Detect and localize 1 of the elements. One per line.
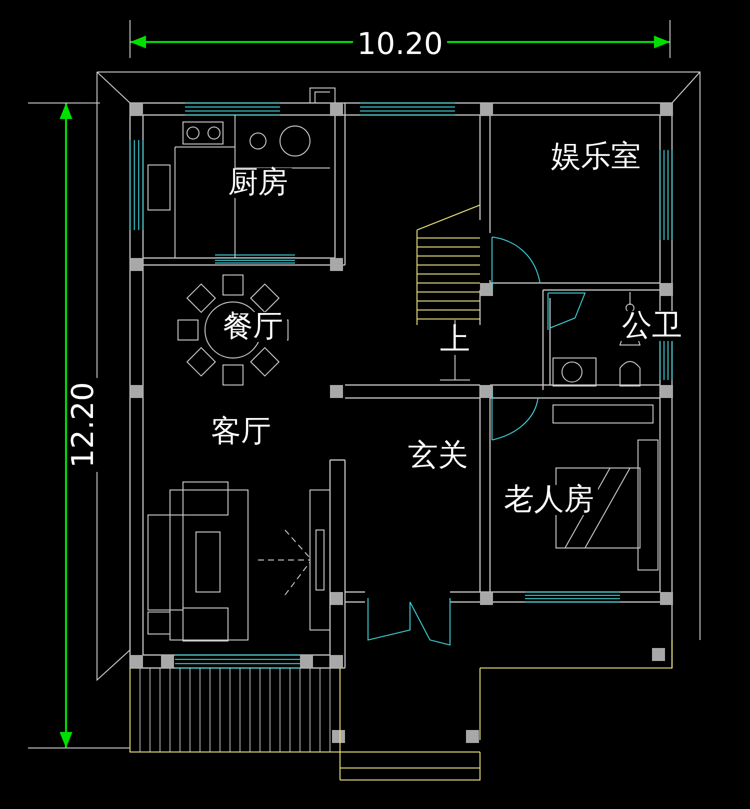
dimension-label: 12.20: [69, 378, 99, 472]
